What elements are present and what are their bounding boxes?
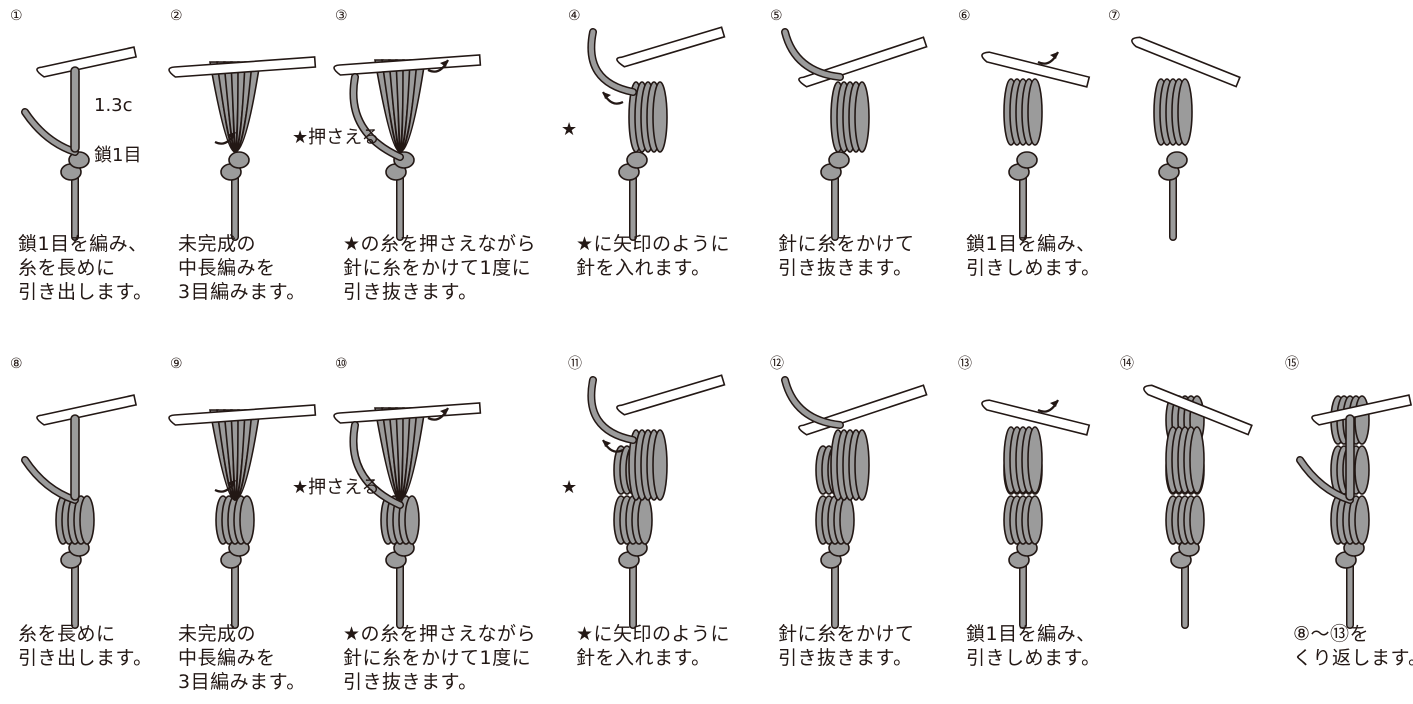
- caption-line: 3目編みます。: [178, 280, 306, 304]
- yarn-loops: [210, 410, 260, 500]
- chain-stitch: [821, 152, 849, 180]
- caption-line: 引き出します。: [18, 646, 153, 670]
- yarn-loops: [375, 60, 425, 152]
- caption-line: 3目編みます。: [178, 670, 306, 694]
- step-illustration: [15, 370, 165, 600]
- puff-stitch: [1004, 79, 1042, 145]
- caption-line: 糸を長めに: [18, 256, 153, 280]
- step-illustration: [1290, 370, 1413, 600]
- hold-label-bottom: ★押さえる: [292, 478, 380, 498]
- hold-label-top: ★押さえる: [292, 128, 380, 148]
- star-marker-top: ★: [561, 120, 577, 140]
- caption-line: 未完成の: [178, 232, 306, 256]
- caption-line: 針を入れます。: [576, 256, 730, 280]
- step-3: ③★の糸を押さえながら針に糸をかけて1度に引き抜きます。: [335, 8, 555, 338]
- step-caption: 鎖1目を編み、引きしめます。: [966, 622, 1101, 670]
- crochet-hook-icon: [617, 27, 725, 67]
- crochet-hook-icon: [799, 385, 927, 434]
- puff-stitch: [816, 496, 854, 544]
- caption-line: 引きしめます。: [966, 256, 1101, 280]
- length-label: 1.3c: [94, 96, 133, 116]
- puff-stitch: [1166, 496, 1204, 544]
- puff-stitch: [831, 430, 869, 500]
- step-11: ⑪★に矢印のように針を入れます。: [568, 356, 788, 686]
- caption-line: 引き抜きます。: [343, 670, 536, 694]
- crochet-hook-icon: [799, 37, 927, 86]
- caption-line: 針を入れます。: [576, 646, 730, 670]
- puff-stitch: [1154, 79, 1192, 145]
- caption-line: ★に矢印のように: [576, 232, 730, 256]
- caption-line: 針に糸をかけて1度に: [343, 646, 536, 670]
- step-10: ⑩★の糸を押さえながら針に糸をかけて1度に引き抜きます。: [335, 356, 555, 686]
- puff-stitch: [614, 496, 652, 544]
- puff-stitch: [1004, 496, 1042, 544]
- step-illustration: [573, 370, 723, 600]
- arrow-icon: [1038, 52, 1058, 64]
- step-illustration: [775, 370, 925, 600]
- step-caption: 針に糸をかけて引き抜きます。: [778, 232, 915, 280]
- chain-stitch: [1009, 152, 1037, 180]
- caption-line: 糸を長めに: [18, 622, 153, 646]
- step-illustration: [775, 22, 925, 252]
- arrow-icon: [1038, 400, 1058, 412]
- step-illustration: [963, 22, 1113, 252]
- caption-line: 未完成の: [178, 622, 306, 646]
- step-caption: ⑧～⑬をくり返します。: [1293, 622, 1413, 670]
- caption-line: 針に糸をかけて: [778, 622, 915, 646]
- yarn-loops: [210, 62, 260, 152]
- yarn-loops: [375, 408, 425, 500]
- step-illustration: [573, 22, 723, 252]
- step-caption: 糸を長めに引き出します。: [18, 622, 153, 670]
- step-caption: ★に矢印のように針を入れます。: [576, 232, 730, 280]
- puff-stitch: [1004, 427, 1042, 493]
- step-illustration: [1125, 370, 1275, 600]
- caption-line: 針に糸をかけて1度に: [343, 256, 536, 280]
- step-illustration: [15, 22, 165, 252]
- caption-line: 引き抜きます。: [778, 646, 915, 670]
- caption-line: 引き出します。: [18, 280, 153, 304]
- step-illustration: [963, 370, 1113, 600]
- caption-line: 引きしめます。: [966, 646, 1101, 670]
- crochet-hook-icon: [37, 395, 136, 425]
- step-illustration: [1113, 22, 1263, 252]
- caption-line: ★の糸を押さえながら: [343, 622, 536, 646]
- step-7: ⑦: [1108, 8, 1328, 338]
- caption-line: 鎖1目を編み、: [18, 232, 153, 256]
- crochet-hook-icon: [37, 47, 136, 77]
- arrow-icon: [603, 92, 623, 104]
- caption-line: 鎖1目を編み、: [966, 232, 1101, 256]
- crochet-hook-icon: [617, 375, 725, 415]
- caption-line: 針に糸をかけて: [778, 232, 915, 256]
- caption-line: ★に矢印のように: [576, 622, 730, 646]
- chain-stitch: [619, 152, 647, 180]
- caption-line: 中長編みを: [178, 646, 306, 670]
- caption-line: ⑧～⑬を: [1293, 622, 1413, 646]
- step-caption: 鎖1目を編み、糸を長めに引き出します。: [18, 232, 153, 304]
- caption-line: 中長編みを: [178, 256, 306, 280]
- chain-stitch: [61, 152, 89, 180]
- step-caption: 鎖1目を編み、引きしめます。: [966, 232, 1101, 280]
- caption-line: 引き抜きます。: [343, 280, 536, 304]
- step-caption: ★に矢印のように針を入れます。: [576, 622, 730, 670]
- chain-stitch: [1159, 152, 1187, 180]
- caption-line: ★の糸を押さえながら: [343, 232, 536, 256]
- step-4: ④★に矢印のように針を入れます。: [568, 8, 788, 338]
- caption-line: 鎖1目を編み、: [966, 622, 1101, 646]
- step-caption: ★の糸を押さえながら針に糸をかけて1度に引き抜きます。: [343, 232, 536, 304]
- star-marker-bottom: ★: [561, 478, 577, 498]
- step-caption: 針に糸をかけて引き抜きます。: [778, 622, 915, 670]
- puff-stitch: [1166, 427, 1204, 493]
- chain-label: 鎖1目: [94, 146, 141, 166]
- caption-line: くり返します。: [1293, 646, 1413, 670]
- caption-line: 引き抜きます。: [778, 256, 915, 280]
- step-caption: ★の糸を押さえながら針に糸をかけて1度に引き抜きます。: [343, 622, 536, 694]
- step-5: ⑤針に糸をかけて引き抜きます。: [770, 8, 990, 338]
- puff-stitch: [831, 82, 869, 152]
- chain-stitch: [221, 152, 249, 180]
- puff-stitch: [216, 496, 254, 544]
